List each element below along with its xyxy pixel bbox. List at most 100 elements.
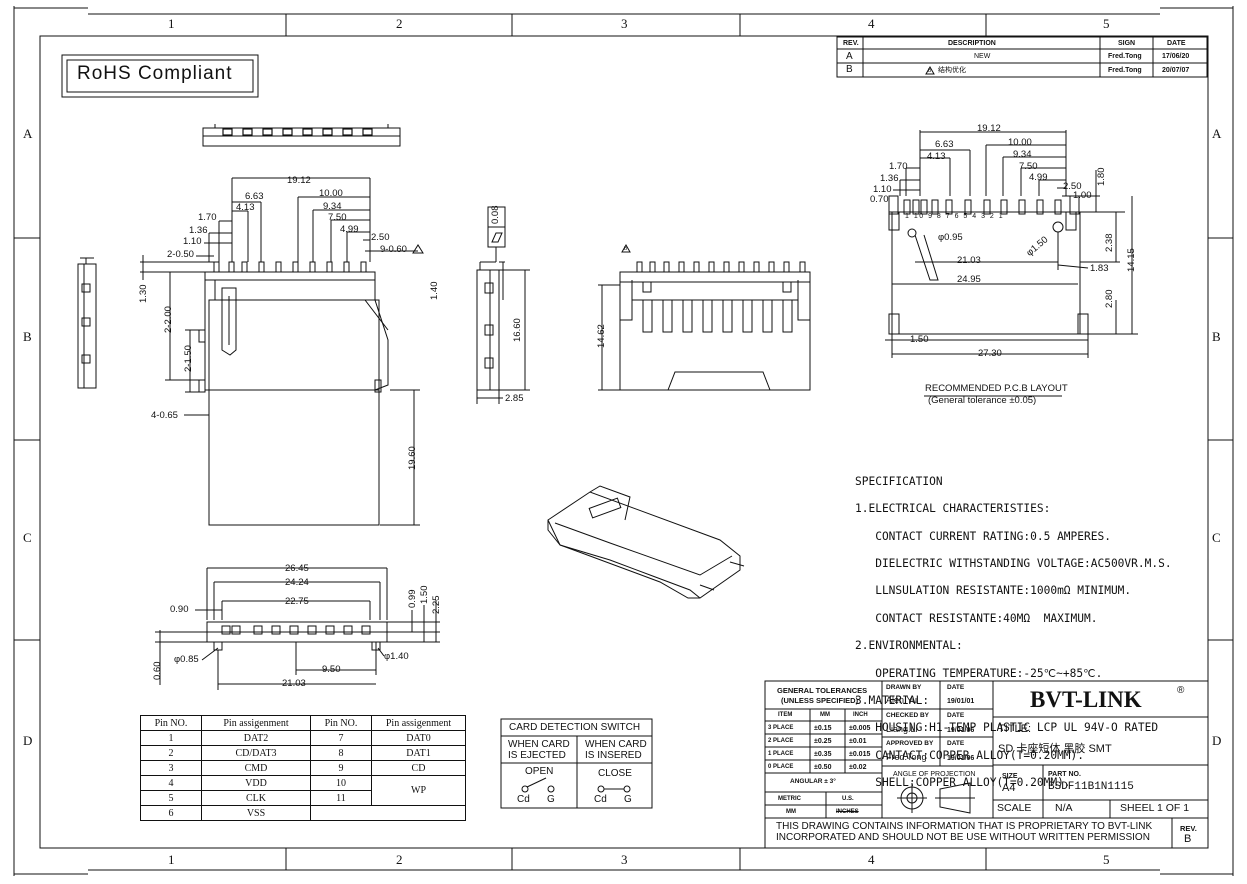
tol-r4-inch: ±0.02 [849,764,867,771]
pcb-dim-1-80: 1.80 [1096,167,1107,187]
approved-date-label: DATE [947,740,965,747]
switch-inserted-label: WHEN CARD IS INSERED [585,739,647,761]
pcb-dim-27-30: 27.30 [978,348,1002,359]
dim-19-60: 19.60 [407,446,418,470]
col-label-1-bottom: 1 [168,852,175,867]
tol-r1-item: 3 PLACE [768,725,794,731]
table-row: 1 DAT2 7 DAT0 [140,730,466,746]
dim-7-50: 7.50 [328,212,347,223]
pcb-dim-21-03: 21.03 [957,255,981,266]
table-row: 2 CD/DAT3 8 DAT1 [140,745,466,761]
dim-0-60: 0.60 [152,661,163,681]
dim-1-40: 1.40 [429,281,440,301]
col-label-2: 2 [396,16,403,31]
unless-label: (UNLESS SPECIFIED) [781,696,859,705]
table-row: 3 CMD 9 CD [140,760,466,776]
switch-cd-1: Cd [517,794,530,805]
switch-g-1: G [547,794,555,805]
pin-cell: 11 [310,790,372,806]
pcb-dim-2-80: 2.80 [1104,289,1115,309]
spec-line: DIELECTRIC WITHSTANDING VOLTAGE:AC500VR.… [855,556,1172,570]
table-row: 4 VDD 10 WP [140,775,466,806]
pcb-dim-1-83: 1.83 [1090,263,1109,274]
switch-g-2: G [624,794,632,805]
switch-ejected-label: WHEN CARD IS EJECTED [508,739,570,761]
pin-assignment-table: Pin NO. Pin assigenment Pin NO. Pin assi… [140,715,466,821]
dim-4-0-65: 4-0.65 [151,410,178,421]
switch-cd-2: Cd [594,794,607,805]
row-label-c-right: C [1212,530,1221,545]
spec-line: CANTACT:COPPER ALLOY(T=0.20MM). [855,748,1085,762]
row-label-d-right: D [1212,733,1222,748]
dim-14-62: 14.62 [596,324,607,348]
switch-close: CLOSE [598,768,632,779]
pcb-dim-0-70: 0.70 [870,194,889,205]
pcb-dim-9-34: 9.34 [1013,149,1032,160]
rev-b-desc: 结构优化 [938,67,966,74]
dim-1-10: 1.10 [183,236,202,247]
pcb-dim-6-63: 6.63 [935,139,954,150]
tol-r1-inch: ±0.005 [849,725,871,732]
pcb-dim-10-00: 10.00 [1008,137,1032,148]
col-label-2-bottom: 2 [396,852,403,867]
drawn-by-name: Alen.Yu [886,695,918,705]
col-label-1: 1 [168,16,175,31]
dim-26-45: 26.45 [285,563,309,574]
title-value: SD 卡座短体 黑胶 SMT [998,743,1112,755]
part-no-value: BSDF11B1N1115 [1048,781,1134,793]
pin-cell [310,805,466,821]
col-label-5-bottom: 5 [1103,852,1110,867]
dim-1-50-b: 1.50 [419,585,430,605]
scale-label: SCALE [997,802,1032,814]
pin-cell: CMD [201,760,311,776]
dim-24-24: 24.24 [285,577,309,588]
dim-9-0-60: 9-0.60 [380,244,407,255]
dim-2-25: 2.25 [431,595,442,615]
switch-open: OPEN [525,766,554,777]
spec-line: SHELL:COPPER ALLOY(T=0.20MM). [855,776,1071,790]
dim-2-0-50: 2-0.50 [167,249,194,260]
dim-16-60: 16.60 [512,318,523,342]
row-label-c: C [23,530,32,545]
rev-b-sign: Fred.Tong [1108,67,1142,74]
spec-line: SPECIFICATION [855,474,943,488]
specification-block: SPECIFICATION 1.ELECTRICAL CHARACTERISTI… [855,461,1172,804]
rev-a-date: 17/06/20 [1162,53,1190,60]
col-label-3-bottom: 3 [621,852,628,867]
col-label-5: 5 [1103,16,1110,31]
pin-header: Pin NO. [310,715,372,731]
pcb-caption: RECOMMENDED P.C.B LAYOUT [925,383,1068,394]
spec-line: OPERATING TEMPERATURE:-25℃~+85℃. [855,666,1103,680]
angular-label: ANGULAR ± 3° [790,778,836,785]
spec-line: CONTACT RESISTANTE:40MΩ MAXIMUM. [855,611,1098,625]
spec-line: 3.MATERIAL: [855,693,930,707]
col-label-3: 3 [621,16,628,31]
dim-9-50: 9.50 [322,664,341,675]
checked-date-label: DATE [947,712,965,719]
row-label-b: B [23,329,32,344]
pin-cell: 6 [140,805,202,821]
tol-r3-mm: ±0.35 [814,751,832,758]
pcb-dim-7-50: 7.50 [1019,161,1038,172]
pcb-dim-1-36: 1.36 [880,173,899,184]
rev-a-desc: NEW [974,53,991,60]
pin-cell: 4 [140,775,202,791]
tol-h-mm: MM [820,712,830,718]
pin-header: Pin NO. [140,715,202,731]
row-label-b-right: B [1212,329,1221,344]
pin-cell: 7 [310,730,372,746]
row-label-a: A [23,126,33,141]
tol-r1-mm: ±0.15 [814,725,832,732]
rev-value: B [1184,833,1192,845]
dim-2-50: 2.50 [371,232,390,243]
spec-line: LLNSULATION RESISTANTE:1000mΩ MINIMUM. [855,584,1132,598]
pcb-dim-1-70: 1.70 [889,161,908,172]
checked-date: 19/01/06 [947,727,975,734]
dim-0-99: 0.99 [407,589,418,609]
metric-label: METRIC [778,796,801,802]
tol-r3-inch: ±0.015 [849,751,871,758]
dim-6-63: 6.63 [245,191,264,202]
rev-header-date: DATE [1167,40,1186,47]
tol-r2-item: 2 PLACE [768,738,794,744]
